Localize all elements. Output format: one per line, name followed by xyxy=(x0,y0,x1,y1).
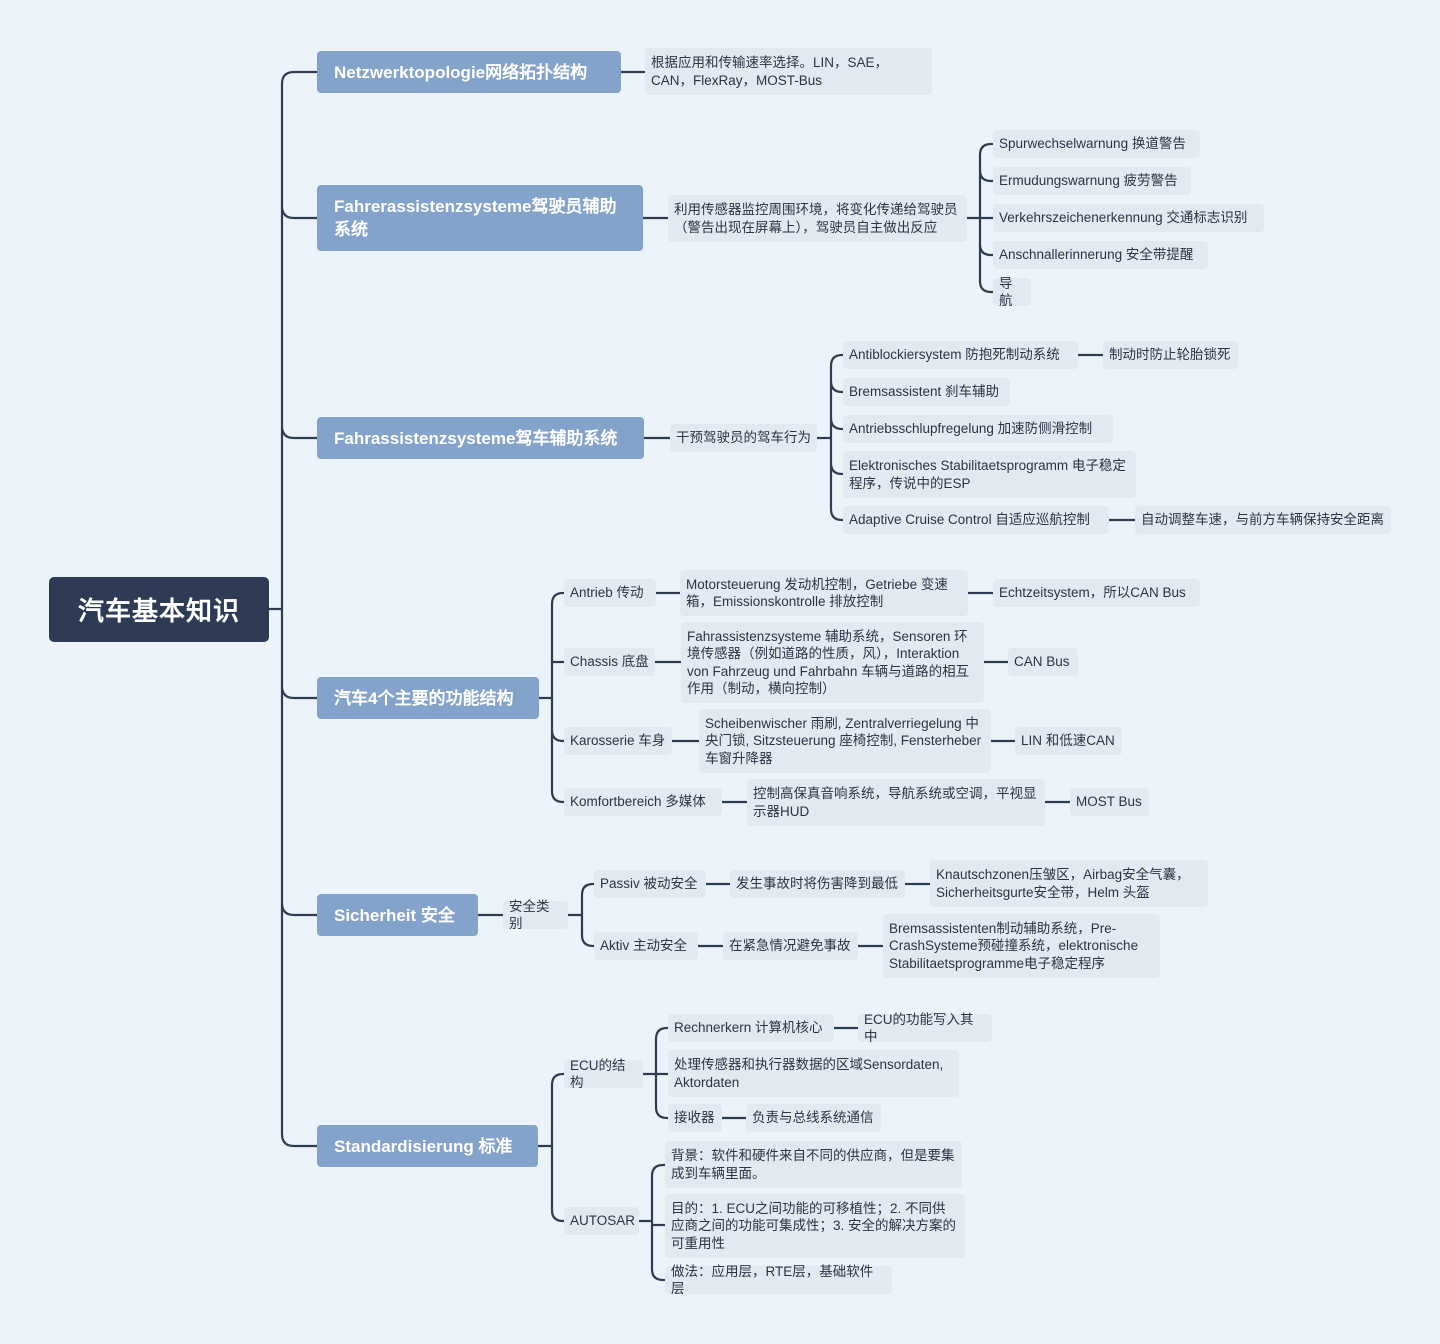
autosar-approach[interactable]: 做法：应用层，RTE层，基础软件层 xyxy=(665,1264,892,1296)
item-rechnerkern[interactable]: Rechnerkern 计算机核心 xyxy=(668,1014,834,1042)
item-bremsassistent[interactable]: Bremsassistent 刹车辅助 xyxy=(843,378,1010,406)
karosserie-description[interactable]: Scheibenwischer 雨刷, Zentralverriegelung … xyxy=(699,709,991,773)
antrieb-description[interactable]: Motorsteuerung 发动机控制，Getriebe 变速箱，Emissi… xyxy=(680,570,968,616)
autosar-goals[interactable]: 目的：1. ECU之间功能的可移植性；2. 不同供应商之间的功能可集成性；3. … xyxy=(665,1194,965,1258)
item-ermudungswarnung[interactable]: Ermudungswarnung 疲劳警告 xyxy=(993,167,1191,195)
safety-category[interactable]: 安全类别 xyxy=(503,899,568,931)
fahrassistenz-description[interactable]: 干预驾驶员的驾车行为 xyxy=(670,424,817,452)
item-verkehrszeichenerkennung[interactable]: Verkehrszeichenerkennung 交通标志识别 xyxy=(993,204,1264,232)
passiv-description[interactable]: 发生事故时将伤害降到最低 xyxy=(730,870,905,898)
item-ecu-structure[interactable]: ECU的结构 xyxy=(564,1058,643,1090)
chassis-bus[interactable]: CAN Bus xyxy=(1008,648,1078,676)
fahrerassistenz-description[interactable]: 利用传感器监控周围环境，将变化传递给驾驶员（警告出现在屏幕上），驾驶员自主做出反… xyxy=(668,195,967,242)
item-karosserie[interactable]: Karosserie 车身 xyxy=(564,727,672,755)
autosar-background[interactable]: 背景：软件和硬件来自不同的供应商，但是要集成到车辆里面。 xyxy=(665,1141,962,1188)
item-komfortbereich[interactable]: Komfortbereich 多媒体 xyxy=(564,788,722,816)
antrieb-bus[interactable]: Echtzeitsystem，所以CAN Bus xyxy=(993,579,1200,607)
item-sensor-data-area[interactable]: 处理传感器和执行器数据的区域Sensordaten, Aktordaten xyxy=(668,1050,959,1097)
receiver-detail[interactable]: 负责与总线系统通信 xyxy=(746,1104,881,1132)
aktiv-description[interactable]: 在紧急情况避免事故 xyxy=(723,932,858,960)
acc-detail[interactable]: 自动调整车速，与前方车辆保持安全距离 xyxy=(1135,506,1391,534)
branch-fahrerassistenzsysteme[interactable]: Fahrerassistenzsysteme驾驶员辅助系统 xyxy=(317,185,643,251)
item-esp[interactable]: Elektronisches Stabilitaetsprogramm 电子稳定… xyxy=(843,451,1136,498)
branch-sicherheit[interactable]: Sicherheit 安全 xyxy=(317,894,478,936)
item-chassis[interactable]: Chassis 底盘 xyxy=(564,648,655,676)
passiv-examples[interactable]: Knautschzonen压皱区，Airbag安全气囊，Sicherheitsg… xyxy=(930,860,1208,907)
item-anschnallerinnerung[interactable]: Anschnallerinnerung 安全带提醒 xyxy=(993,241,1208,269)
item-aktiv[interactable]: Aktiv 主动安全 xyxy=(594,932,698,960)
abs-detail[interactable]: 制动时防止轮胎锁死 xyxy=(1103,341,1238,369)
komfortbereich-description[interactable]: 控制高保真音响系统，导航系统或空调，平视显示器HUD xyxy=(747,779,1045,826)
karosserie-bus[interactable]: LIN 和低速CAN xyxy=(1015,727,1122,755)
root-topic[interactable]: 汽车基本知识 xyxy=(49,577,269,642)
item-antrieb[interactable]: Antrieb 传动 xyxy=(564,579,656,607)
netzwerktopologie-description[interactable]: 根据应用和传输速率选择。LIN，SAE，CAN，FlexRay，MOST-Bus xyxy=(645,48,932,95)
branch-netzwerktopologie[interactable]: Netzwerktopologie网络拓扑结构 xyxy=(317,51,621,93)
rechnerkern-detail[interactable]: ECU的功能写入其中 xyxy=(858,1012,992,1044)
item-autosar[interactable]: AUTOSAR xyxy=(564,1207,639,1235)
chassis-description[interactable]: Fahrassistenzsysteme 辅助系统，Sensoren 环境传感器… xyxy=(681,622,984,703)
branch-fahrassistenzsysteme[interactable]: Fahrassistenzsysteme驾车辅助系统 xyxy=(317,417,644,459)
item-antiblockiersystem[interactable]: Antiblockiersystem 防抱死制动系统 xyxy=(843,341,1078,369)
branch-standardisierung[interactable]: Standardisierung 标准 xyxy=(317,1125,538,1167)
komfortbereich-bus[interactable]: MOST Bus xyxy=(1070,788,1149,816)
item-antriebsschlupfregelung[interactable]: Antriebsschlupfregelung 加速防侧滑控制 xyxy=(843,415,1113,443)
item-receiver[interactable]: 接收器 xyxy=(668,1104,722,1132)
aktiv-examples[interactable]: Bremsassistenten制动辅助系统，Pre-CrashSysteme预… xyxy=(883,914,1160,978)
item-navigation[interactable]: 导航 xyxy=(993,276,1031,308)
item-spurwechselwarnung[interactable]: Spurwechselwarnung 换道警告 xyxy=(993,130,1200,158)
branch-function-structures[interactable]: 汽车4个主要的功能结构 xyxy=(317,677,539,719)
item-adaptive-cruise-control[interactable]: Adaptive Cruise Control 自适应巡航控制 xyxy=(843,506,1109,534)
item-passiv[interactable]: Passiv 被动安全 xyxy=(594,870,706,898)
